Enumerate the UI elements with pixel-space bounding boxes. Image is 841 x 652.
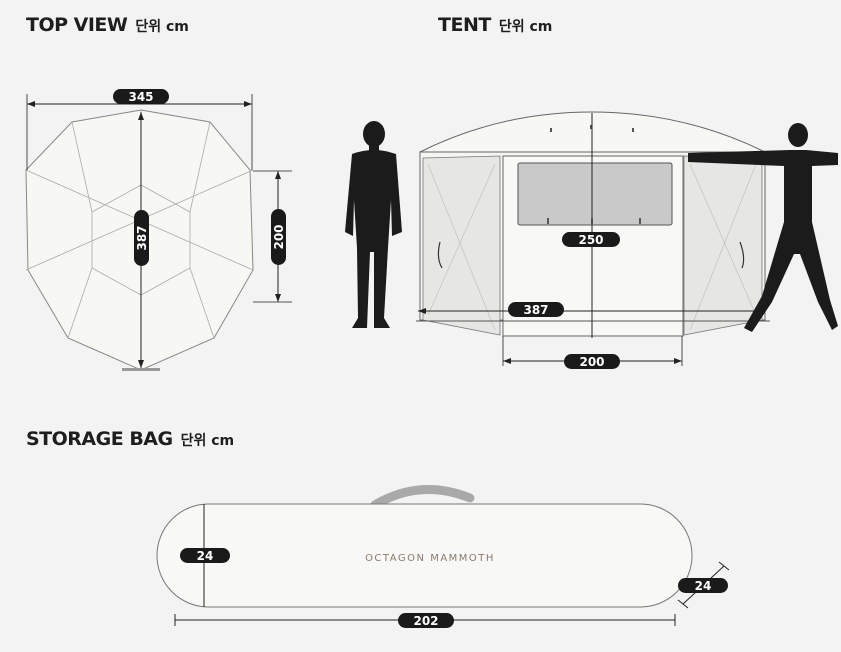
tent-width-label: 387 (523, 303, 548, 317)
tent-door-label: 200 (579, 355, 604, 369)
tent-right-panel (683, 155, 763, 336)
bag-body (156, 503, 693, 608)
person-standing-silhouette (345, 121, 402, 328)
top-view-diagonal-label: 387 (135, 225, 149, 250)
tent-toggles (437, 241, 745, 269)
bag-diameter-pill (180, 548, 230, 563)
top-view-width-pill (113, 89, 169, 104)
tent-height-label: 250 (578, 233, 603, 247)
storage-bag-diagram: OCTAGON MAMMOTH 24 202 24 (156, 485, 730, 628)
tent-left-panel (422, 155, 501, 336)
roof-strap-dots (550, 125, 634, 132)
tent-height-pill (562, 232, 620, 247)
top-view-base-tab (122, 368, 160, 371)
storage-bag-title: STORAGE BAG (26, 428, 173, 450)
bag-diameter-label: 24 (197, 549, 214, 563)
top-view-diagonal-pill (134, 210, 149, 266)
top-view-diagram: 345 387 200 (25, 89, 292, 371)
top-view-unit: 단위 cm (135, 19, 189, 35)
top-view-width-label: 345 (128, 90, 153, 104)
bag-brand-text: OCTAGON MAMMOTH (365, 553, 495, 564)
top-view-side-label: 200 (272, 224, 286, 249)
top-view-title: TOP VIEW (26, 14, 128, 36)
bag-length-label: 202 (413, 614, 438, 628)
tent-width-pill (508, 302, 564, 317)
bag-depth-pill (678, 578, 728, 593)
tent-unit: 단위 cm (498, 19, 553, 35)
storage-bag-heading: STORAGE BAG 단위 cm (26, 428, 234, 450)
tent-door-pill (564, 354, 620, 369)
tent-heading: TENT 단위 cm (438, 14, 552, 36)
top-view-heading: TOP VIEW 단위 cm (26, 14, 189, 36)
tent-front-diagram: 250 387 200 (345, 111, 838, 369)
storage-bag-unit: 단위 cm (180, 433, 235, 449)
person-spread-silhouette (688, 123, 838, 332)
bag-length-pill (398, 613, 454, 628)
top-view-side-pill (271, 209, 286, 265)
tent-title: TENT (438, 14, 491, 36)
tent-window (517, 162, 673, 226)
bag-depth-label: 24 (695, 579, 712, 593)
bag-handle (370, 485, 475, 510)
